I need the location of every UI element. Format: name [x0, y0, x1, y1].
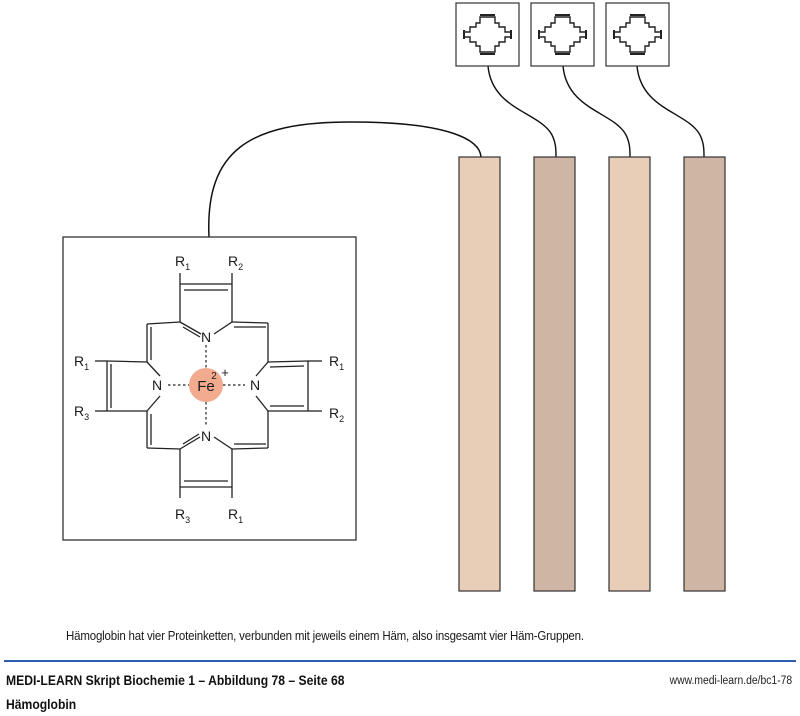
connector-mini-heme-3: [636, 65, 705, 158]
mini-heme-3: [605, 2, 670, 67]
mini-porphyrin-outline: [613, 16, 662, 53]
heme-structure: Fe 2 + N N N N R1 R2 R1 R3 R1 R2 R3 R1: [62, 236, 357, 541]
nitrogen-right: N: [250, 377, 260, 393]
fe-charge-number: 2: [211, 371, 217, 382]
connector-mini-heme-2: [562, 65, 631, 158]
substituent-top-left: R1: [175, 253, 190, 272]
porphyrin-mini-icon: [538, 14, 587, 55]
connector-heme-chain-1: [208, 121, 482, 238]
substituent-right-top: R1: [329, 353, 344, 372]
substituent-left-bottom: R3: [74, 403, 89, 422]
substituent-top-right: R2: [228, 253, 243, 272]
mini-porphyrin-outline: [538, 16, 587, 53]
footer-subtitle: Hämoglobin: [6, 697, 77, 712]
connector-mini-heme-1: [487, 65, 557, 158]
mini-heme-2: [530, 2, 595, 67]
substituent-bottom-right: R1: [228, 506, 243, 525]
porphyrin-bonds: [95, 273, 322, 498]
nitrogen-top: N: [201, 329, 211, 345]
footer-title: MEDI-LEARN Skript Biochemie 1 – Abbildun…: [6, 673, 345, 688]
protein-chain-4: [683, 156, 726, 592]
substituent-left-top: R1: [74, 353, 89, 372]
substituent-bottom-left: R3: [175, 506, 190, 525]
mini-porphyrin-outline: [463, 16, 512, 53]
fe-label: Fe: [197, 378, 215, 395]
protein-chain-2: [533, 156, 576, 592]
figure-caption: Hämoglobin hat vier Proteinketten, verbu…: [66, 629, 584, 643]
coordination-bonds: [168, 345, 245, 426]
footer-divider: [4, 660, 796, 662]
protein-chain-1: [458, 156, 501, 592]
fe-ion-circle: [189, 368, 223, 402]
footer-url[interactable]: www.medi-learn.de/bc1-78: [669, 675, 792, 687]
substituent-right-bottom: R2: [329, 405, 344, 424]
porphyrin-mini-icon: [463, 14, 512, 55]
nitrogen-bottom: N: [201, 428, 211, 444]
nitrogen-left: N: [152, 377, 162, 393]
mini-heme-1: [455, 2, 520, 67]
fe-charge-sign: +: [221, 365, 229, 380]
protein-chain-3: [608, 156, 651, 592]
porphyrin-mini-icon: [613, 14, 662, 55]
